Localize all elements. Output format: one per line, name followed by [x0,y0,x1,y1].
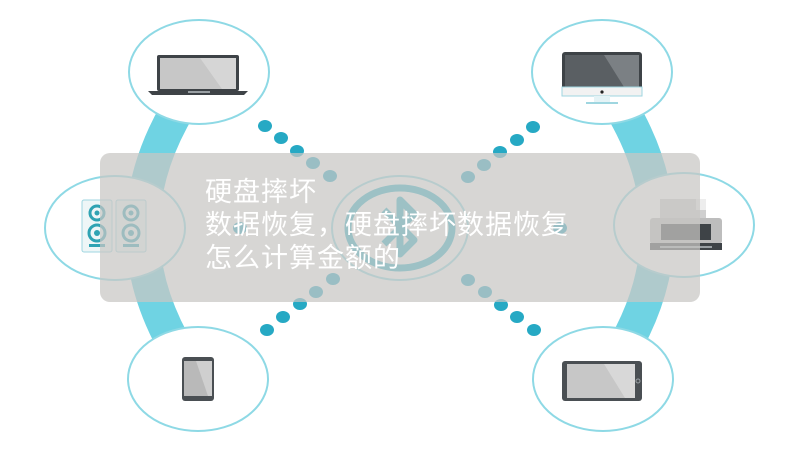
node-laptop [128,19,270,125]
node-landscape-tablet [532,326,674,432]
title-line-2: 数据恢复，硬盘摔坏数据恢复 [205,210,569,241]
article-title: 硬盘摔坏 数据恢复，硬盘摔坏数据恢复 怎么计算金额的 [205,176,569,275]
node-desktop [531,19,673,125]
title-line-1: 硬盘摔坏 [205,177,317,208]
laptop-icon [148,55,248,95]
title-line-3: 怎么计算金额的 [205,243,401,274]
node-tablet [127,326,269,432]
title-overlay [100,153,700,302]
desktop-monitor-icon [561,52,643,104]
tablet-icon [182,357,214,401]
landscape-tablet-icon [562,361,642,401]
